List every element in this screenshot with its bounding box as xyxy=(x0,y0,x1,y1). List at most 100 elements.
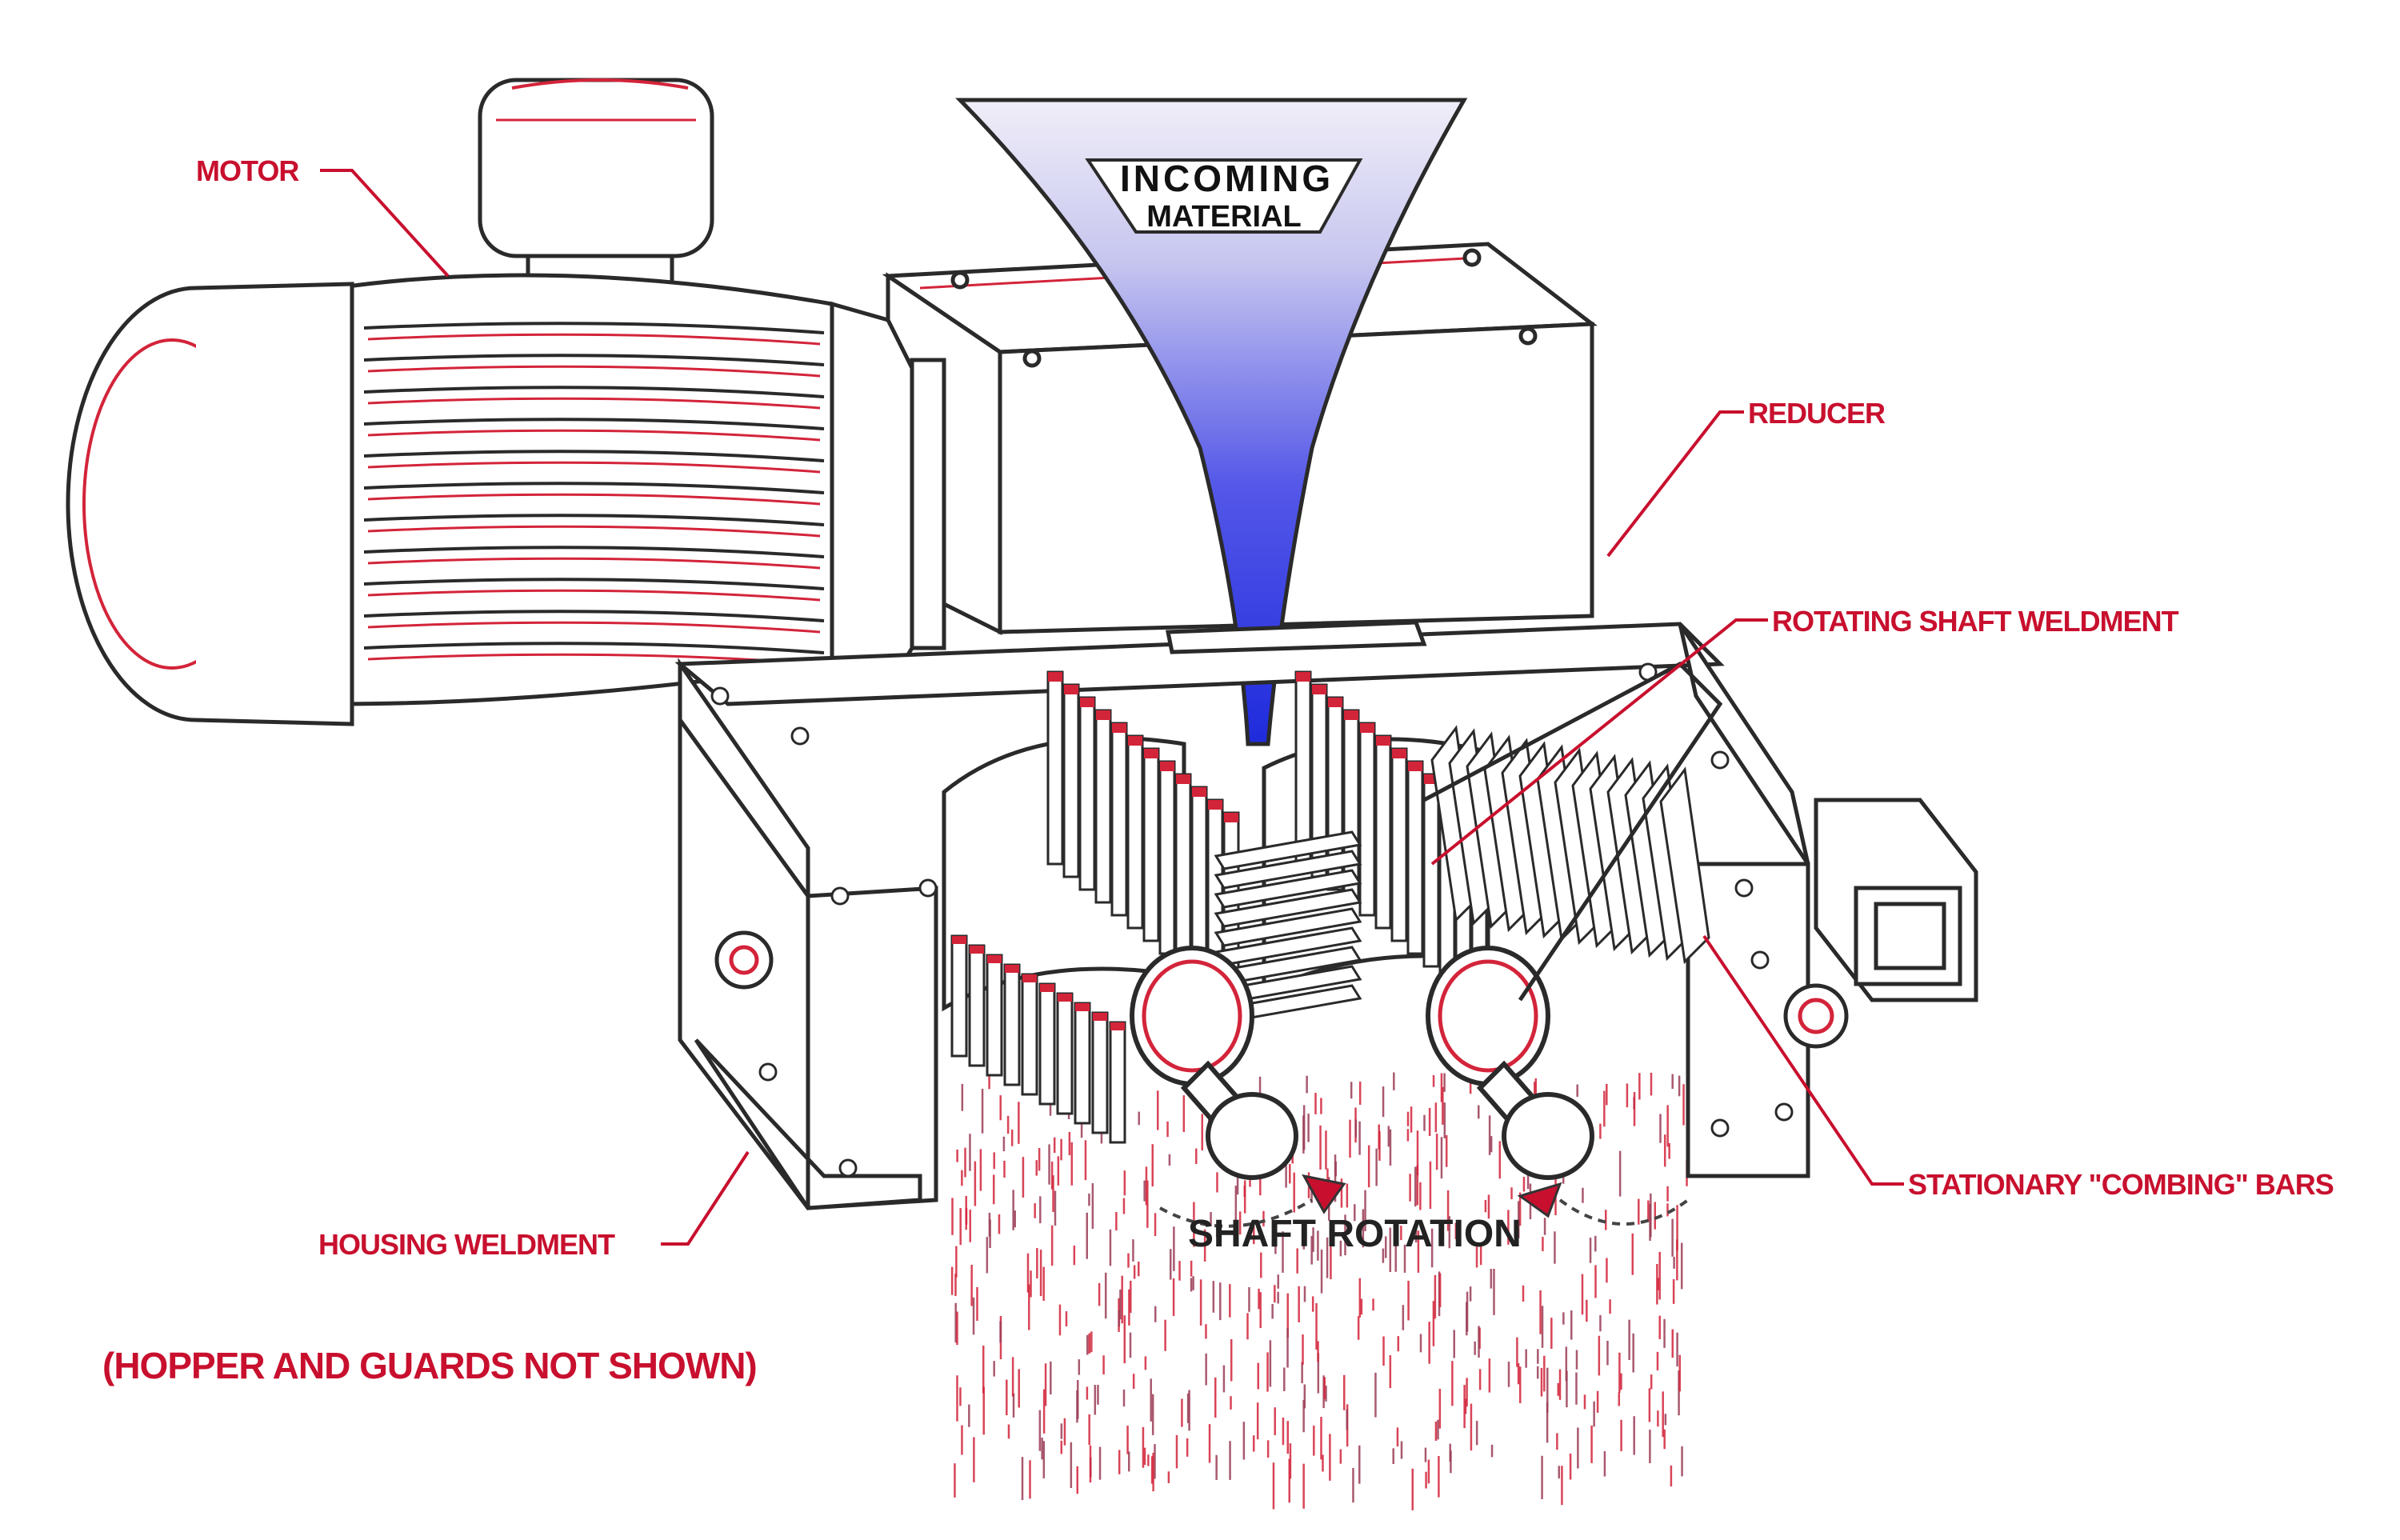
lower-tooth-tip xyxy=(1040,984,1054,992)
cutter-tooth-tip xyxy=(1064,685,1078,694)
bolt xyxy=(838,1158,858,1178)
shredded-output xyxy=(950,1072,1688,1510)
lower-tooth xyxy=(986,954,1003,1077)
motor-fin xyxy=(363,642,825,654)
bolt xyxy=(830,886,850,906)
shaft-rotation-label: SHAFT ROTATION xyxy=(1188,1213,1522,1255)
motor-fin-accent xyxy=(367,397,821,410)
lower-tooth xyxy=(1003,963,1021,1086)
rotation-arrowhead-right xyxy=(1517,1182,1562,1218)
cutter-tooth xyxy=(1142,747,1160,942)
lower-tooth xyxy=(1038,982,1056,1106)
motor-fin-accent xyxy=(367,429,821,442)
cutter-tooth xyxy=(1358,722,1376,917)
lower-tooth-tip xyxy=(1110,1022,1125,1030)
lower-tooth xyxy=(1056,992,1074,1115)
cutter-tooth xyxy=(1062,683,1080,878)
motor-fin xyxy=(363,354,825,366)
bolt xyxy=(1710,750,1730,770)
reducer-label: REDUCER xyxy=(1748,397,1886,430)
motor-fin-accent xyxy=(367,333,821,346)
motor-fin xyxy=(363,514,825,526)
bolt xyxy=(758,1062,778,1082)
motor-fin xyxy=(363,546,825,558)
motor-fin-accent xyxy=(367,621,821,634)
cutter-tooth xyxy=(1158,760,1176,955)
stationary-combing-bars xyxy=(1422,661,1723,1002)
cutter-tooth-tip xyxy=(1080,698,1094,707)
cutter-tooth xyxy=(1046,670,1064,866)
cutter-tooth xyxy=(1374,734,1392,930)
center-blade xyxy=(1214,888,1362,928)
motor xyxy=(66,78,946,726)
bolt xyxy=(1710,1118,1730,1138)
motor-cooling-fins xyxy=(363,322,825,666)
motor-fin xyxy=(363,322,825,334)
cutter-tooth xyxy=(1406,760,1424,955)
cutter-tooth-tip xyxy=(1296,672,1310,682)
lower-tooth-tip xyxy=(1005,965,1019,973)
rotating-shaft-label: ROTATING SHAFT WELDMENT xyxy=(1772,605,2179,638)
cutter-tooth-tip xyxy=(1376,736,1390,746)
lower-tooth-tip xyxy=(1075,1003,1090,1011)
center-blade xyxy=(1214,869,1362,909)
lower-tooth-tip xyxy=(952,936,966,944)
cutter-tooth xyxy=(1294,670,1312,866)
stationary-bars-label: STATIONARY "COMBING" BARS xyxy=(1908,1168,2334,1201)
lower-tooth xyxy=(1021,973,1038,1096)
motor-fin-accent xyxy=(367,557,821,570)
motor-label: MOTOR xyxy=(196,154,299,187)
bolt xyxy=(1774,1102,1794,1122)
cutter-tooth xyxy=(1174,773,1192,968)
center-blade xyxy=(1214,907,1362,947)
cutter-tooth-tip xyxy=(1112,723,1126,733)
cutter-tooth-tip xyxy=(1360,723,1374,733)
lower-tooth xyxy=(950,934,968,1058)
lower-tooth xyxy=(1091,1011,1109,1134)
cutter-tooth-tip xyxy=(1328,698,1342,707)
lower-tooth-tip xyxy=(1093,1013,1107,1021)
center-blade xyxy=(1214,850,1362,890)
bolt xyxy=(790,726,810,746)
cutter-tooth-tip xyxy=(1160,762,1174,771)
combing-bar xyxy=(1659,766,1710,965)
cutter-tooth xyxy=(1422,773,1440,968)
lower-tooth-tip xyxy=(987,955,1002,963)
incoming-material-funnel xyxy=(955,98,1468,746)
cutter-tooth-tip xyxy=(1144,749,1158,758)
cutter-tooth xyxy=(1390,747,1408,942)
rotation-arrowhead-left xyxy=(1302,1174,1346,1214)
lower-tooth-tip xyxy=(1058,994,1072,1002)
cutter-tooth-tip xyxy=(1408,762,1422,771)
center-blade xyxy=(1214,830,1362,870)
cutter-tooth xyxy=(1078,696,1096,891)
note-label: (HOPPER AND GUARDS NOT SHOWN) xyxy=(102,1345,758,1386)
motor-fin xyxy=(363,450,825,462)
cutter-tooth-tip xyxy=(1224,813,1238,822)
cutter-tooth-tip xyxy=(1192,787,1206,797)
cutter-tooth xyxy=(1110,722,1128,917)
lower-tooth xyxy=(1074,1002,1091,1125)
motor-fin-accent xyxy=(367,493,821,506)
motor-fin xyxy=(363,418,825,430)
cutter-tooth xyxy=(1094,709,1112,904)
lower-tooth xyxy=(1109,1021,1126,1144)
lower-tooth-tip xyxy=(970,946,984,954)
lower-tooth-tip xyxy=(1022,974,1037,982)
motor-fin xyxy=(363,482,825,494)
cutter-tooth-tip xyxy=(1128,736,1142,746)
bolt xyxy=(1750,950,1770,970)
cutter-tooth-tip xyxy=(1208,800,1222,810)
shaft-rotation-arrows xyxy=(1159,1198,1690,1228)
bolt xyxy=(918,878,938,898)
cutter-tooth-tip xyxy=(1048,672,1062,682)
motor-fin xyxy=(363,578,825,590)
housing-weldment xyxy=(674,620,1978,1210)
cutter-tooth-tip xyxy=(1312,685,1326,694)
rotating-shaft-weldment xyxy=(942,670,1490,1144)
motor-fin-accent xyxy=(367,589,821,602)
motor-fin-accent xyxy=(367,365,821,378)
combing-bar-frame xyxy=(1422,661,1723,1002)
